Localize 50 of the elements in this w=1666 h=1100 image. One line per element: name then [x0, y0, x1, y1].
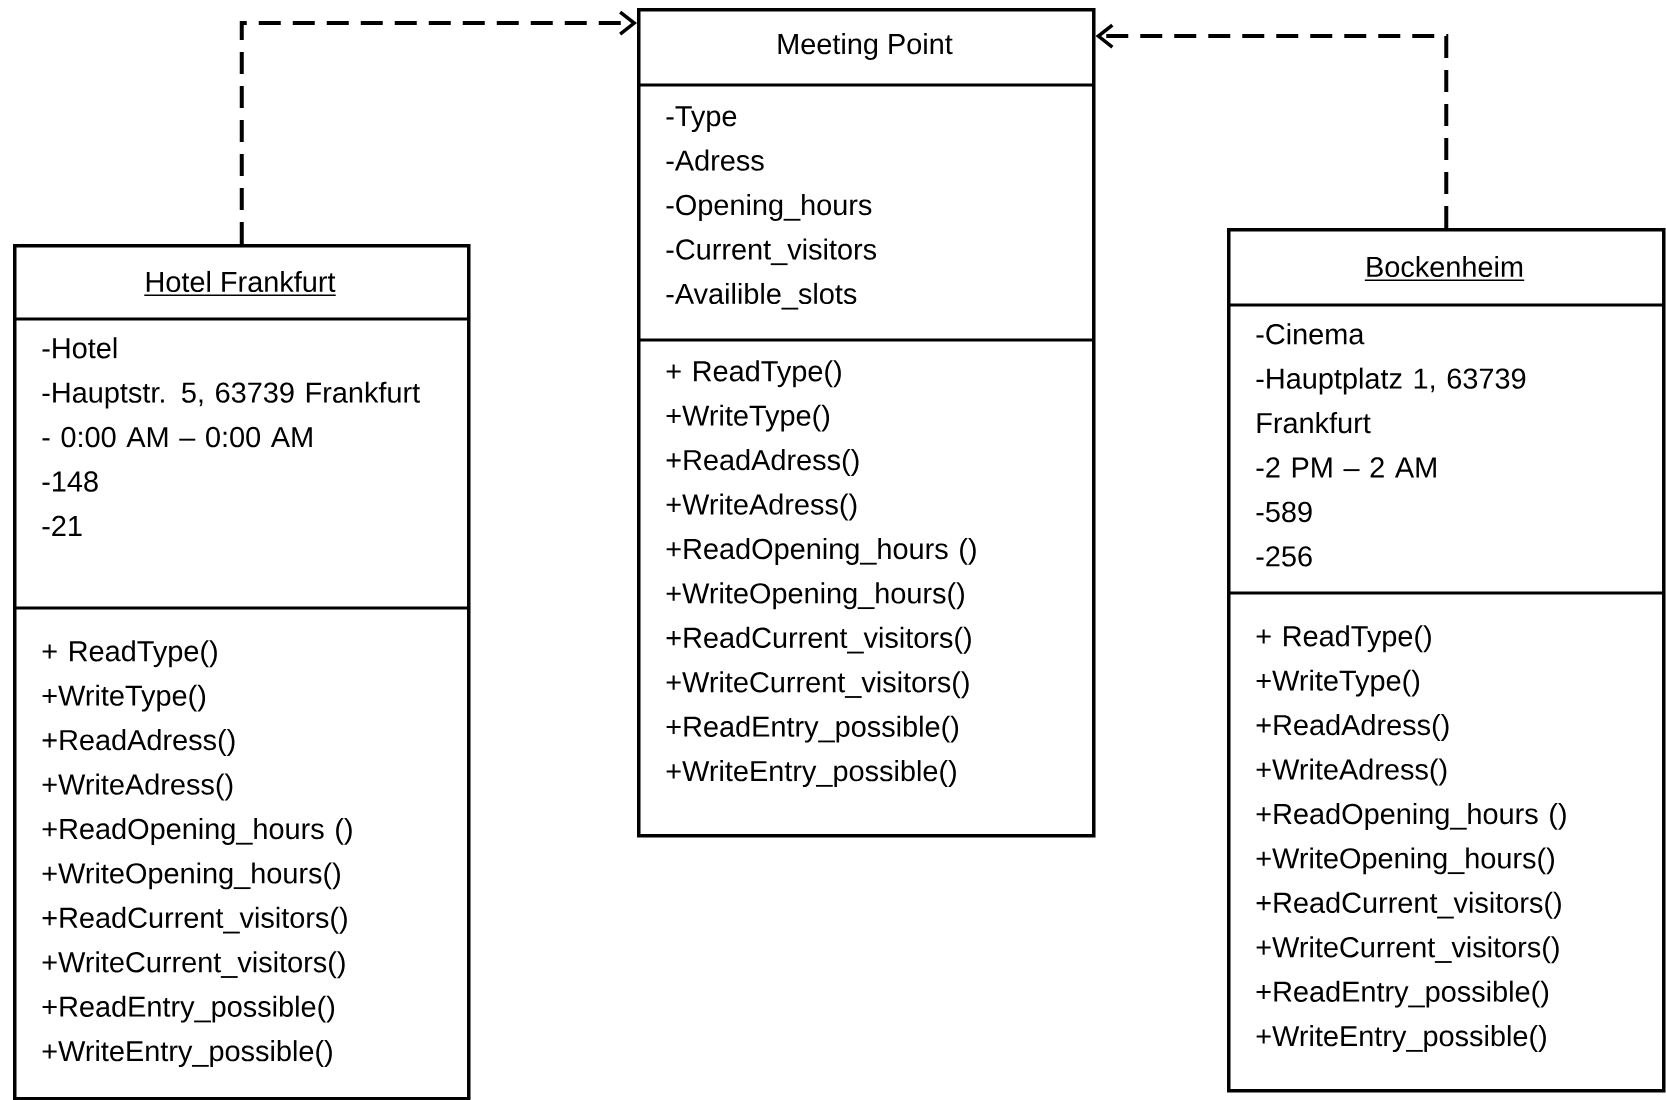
method-text: +ReadAdress() [42, 729, 235, 756]
attribute-text: -Adress [666, 149, 764, 171]
attribute-text: -Hauptstr. 5, 63739 Frankfurt [42, 381, 420, 409]
method-text: +WriteAdress() [1256, 758, 1447, 786]
method-text: +WriteEntry_possible() [1256, 1025, 1546, 1053]
method-text: +WriteType() [666, 404, 830, 432]
attribute-text: -148 [42, 471, 98, 492]
method-text: +WriteCurrent_visitors() [42, 951, 345, 979]
method-text: + ReadType() [42, 640, 217, 668]
attribute-text: -Current_visitors [666, 238, 877, 266]
attribute-text: -Opening_hours [666, 194, 872, 221]
method-text: +WriteEntry_possible() [666, 760, 956, 788]
dashed-arrow [239, 10, 637, 244]
method-text: +WriteOpening_hours() [666, 582, 964, 610]
method-text: +WriteType() [1256, 669, 1420, 697]
attribute-text: -256 [1256, 546, 1312, 567]
attribute-text: -Cinema [1256, 323, 1365, 345]
method-text: +ReadEntry_possible() [666, 715, 959, 743]
attribute-text: -Hauptplatz 1, 63739 Frankfurt [1256, 367, 1526, 434]
method-text: +ReadOpening_hours () [42, 817, 352, 845]
method-text: +WriteAdress() [666, 493, 857, 521]
method-text: +WriteOpening_hours() [1256, 847, 1554, 875]
object-name: Bockenheim [1364, 255, 1525, 282]
method-text: +WriteCurrent_visitors() [1256, 936, 1559, 964]
method-text: +ReadCurrent_visitors() [666, 626, 971, 654]
method-text: +WriteCurrent_visitors() [666, 671, 969, 699]
attribute-text: - 0:00 AM – 0:00 AM [42, 426, 312, 448]
method-text: +ReadOpening_hours () [1256, 802, 1566, 830]
method-text: +ReadOpening_hours () [666, 537, 976, 565]
attribute-text: -Hotel [42, 337, 117, 359]
method-text: +WriteAdress() [42, 773, 233, 801]
method-text: +ReadEntry_possible() [1256, 980, 1549, 1008]
method-text: +ReadEntry_possible() [42, 995, 335, 1023]
class-name: Meeting Point [778, 33, 953, 60]
attribute-text: -Type [666, 106, 737, 133]
object-name: Hotel Frankfurt [143, 270, 337, 297]
attribute-text: -21 [42, 515, 82, 536]
attribute-text: -589 [1256, 501, 1312, 523]
method-text: +ReadCurrent_visitors() [42, 906, 347, 934]
method-text: +WriteEntry_possible() [42, 1040, 332, 1068]
attribute-text: -Availible_slots [666, 282, 857, 310]
method-text: +ReadAdress() [666, 449, 859, 476]
method-text: + ReadType() [666, 360, 841, 388]
method-text: + ReadType() [1256, 625, 1431, 653]
method-text: +WriteType() [42, 684, 206, 712]
attribute-text: -2 PM – 2 AM [1256, 457, 1436, 478]
method-text: +ReadAdress() [1256, 714, 1449, 741]
method-text: +ReadCurrent_visitors() [1256, 891, 1561, 919]
method-text: +WriteOpening_hours() [42, 862, 340, 890]
dashed-arrow [1095, 23, 1449, 228]
